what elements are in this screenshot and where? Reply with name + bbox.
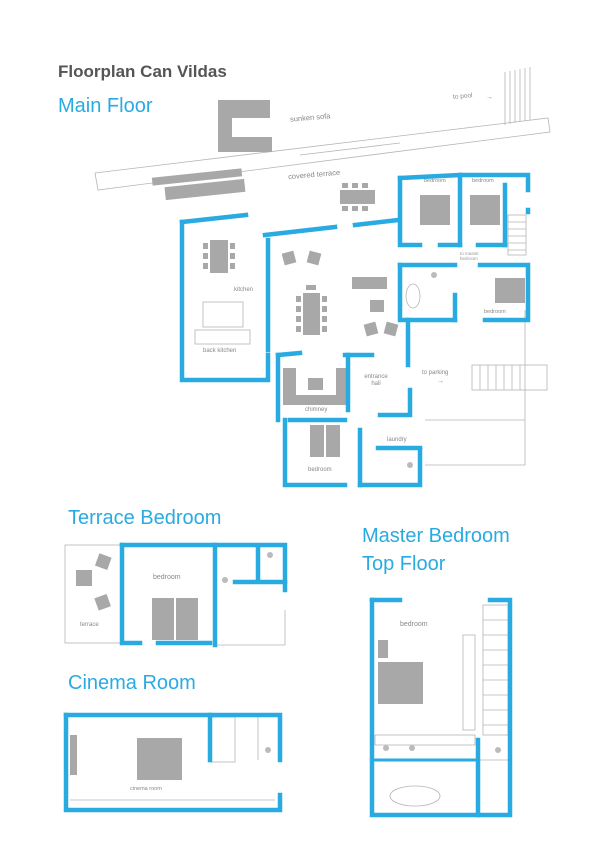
chimney-sofa xyxy=(283,368,346,405)
cinema-seating xyxy=(137,738,182,780)
kitchen-walls xyxy=(179,219,271,383)
back-kitchen-counter xyxy=(194,329,251,345)
terrace-chair xyxy=(76,570,92,586)
section-main-floor: Main Floor xyxy=(58,95,153,117)
label-bedroom-bottom: bedroom xyxy=(308,467,332,473)
label-to-master-bedroom: to master bedroom xyxy=(460,251,479,261)
master-bed xyxy=(378,662,423,704)
label-back-kitchen: back kitchen xyxy=(203,348,237,354)
stairs-to-master xyxy=(507,214,527,256)
label-bedroom-top-left: bedroom xyxy=(424,178,446,184)
label-laundry: laundry xyxy=(387,437,407,443)
label-cinema-room: cinema room xyxy=(130,786,162,792)
label-kitchen: kitchen xyxy=(234,287,254,293)
master-stairs xyxy=(482,604,509,736)
section-terrace-bedroom: Terrace Bedroom xyxy=(68,507,222,529)
bed-bedroom-2 xyxy=(470,195,500,225)
label-entrance-hall: entrance hall xyxy=(364,374,388,388)
sunken-sofa-shape xyxy=(218,100,272,152)
bed xyxy=(310,425,324,457)
covered-terrace-table xyxy=(164,178,246,201)
master-wardrobe xyxy=(462,634,476,731)
arrow-to-parking: → xyxy=(437,378,444,385)
sofa xyxy=(352,277,387,289)
covered-terrace-band xyxy=(94,117,551,191)
section-cinema-room: Cinema Room xyxy=(68,672,196,694)
label-terrace-bedroom-bedroom: bedroom xyxy=(153,574,181,581)
bed-bedroom-1 xyxy=(420,195,450,225)
walls-layer xyxy=(63,172,531,818)
coffee-table xyxy=(370,300,384,312)
outline-layer xyxy=(64,67,551,807)
section-master-bedroom-line2: Top Floor xyxy=(362,553,446,575)
armchair xyxy=(281,250,297,266)
label-master-bedroom: bedroom xyxy=(400,621,428,628)
bathtub xyxy=(405,283,421,309)
furniture-layer xyxy=(70,100,525,780)
kitchen-island xyxy=(202,301,244,328)
cinema-screen xyxy=(70,735,77,775)
label-terrace: terrace xyxy=(80,622,99,628)
label-to-parking: to parking xyxy=(422,370,449,376)
label-bedroom-top-right: bedroom xyxy=(472,178,494,184)
pool-stairs xyxy=(504,67,531,125)
section-master-bedroom-line1: Master Bedroom xyxy=(362,525,510,547)
terrace-outline xyxy=(64,544,124,644)
terrace-table-2 xyxy=(340,190,375,204)
page-title: Floorplan Can Vildas xyxy=(58,62,227,81)
dining-table xyxy=(303,293,320,335)
master-bathtub xyxy=(389,785,441,807)
arrow-to-pool: → xyxy=(486,94,493,101)
label-bedroom-right: bedroom xyxy=(484,309,506,315)
parking-stairs xyxy=(471,364,548,391)
terrace-bedroom-bed xyxy=(152,598,174,640)
kitchen-table xyxy=(210,240,228,273)
fixtures-layer xyxy=(222,272,501,753)
label-chimney: chimney xyxy=(305,407,328,413)
bed-bedroom-3 xyxy=(495,278,525,303)
